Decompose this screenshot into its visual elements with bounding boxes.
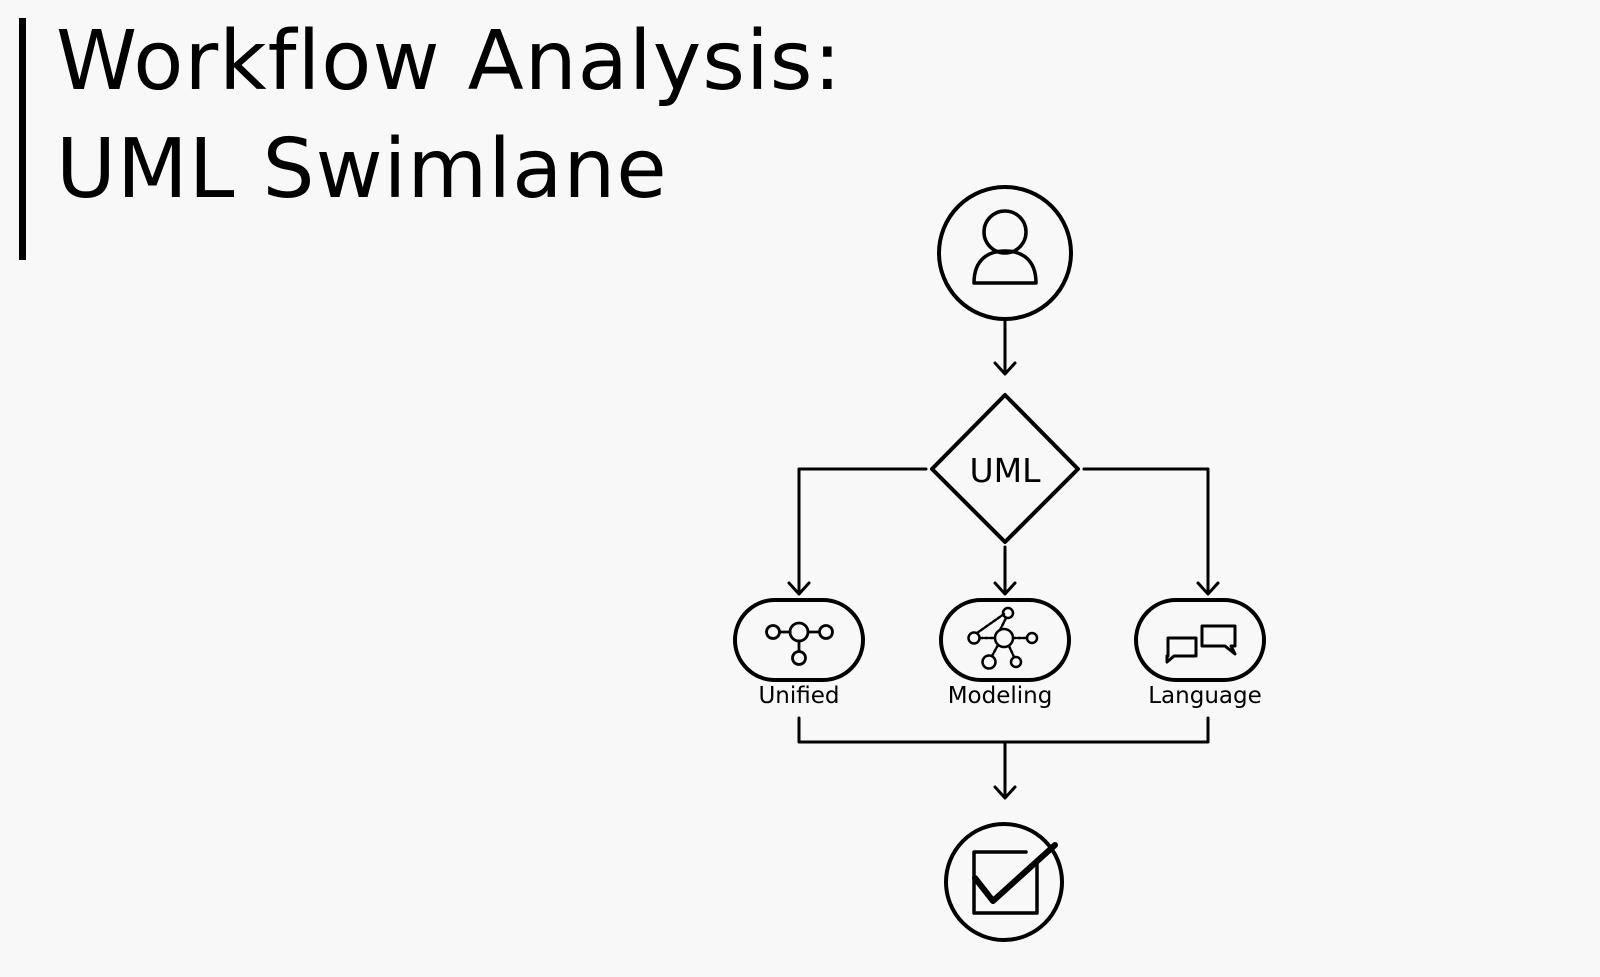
page-title: Workflow Analysis: UML Swimlane [56,8,842,224]
decision-node: UML [930,393,1080,544]
node-label-language: Language [1148,683,1262,709]
connector-decision-to-unified [787,467,928,596]
decision-label: UML [969,451,1041,490]
node-language [1134,598,1266,682]
user-icon [972,209,1038,285]
connector-merge-to-end [797,716,1210,800]
connector-start-to-decision [993,317,1017,376]
start-node [937,185,1073,321]
node-label-unified: Unified [758,683,839,709]
title-line-1: Workflow Analysis: [56,14,843,109]
network-icon [765,621,834,666]
title-line-2: UML Swimlane [56,122,668,217]
node-modeling [939,598,1071,682]
node-unified [733,598,865,682]
node-label-modeling: Modeling [948,683,1053,709]
title-accent-bar [19,18,26,260]
connector-decision-to-language [1082,467,1220,596]
end-node [944,822,1064,942]
checkbox-check-icon [972,842,1058,915]
chat-bubbles-icon [1165,624,1237,664]
graph-nodes-icon [967,606,1039,670]
connector-decision-to-modeling [993,545,1017,596]
